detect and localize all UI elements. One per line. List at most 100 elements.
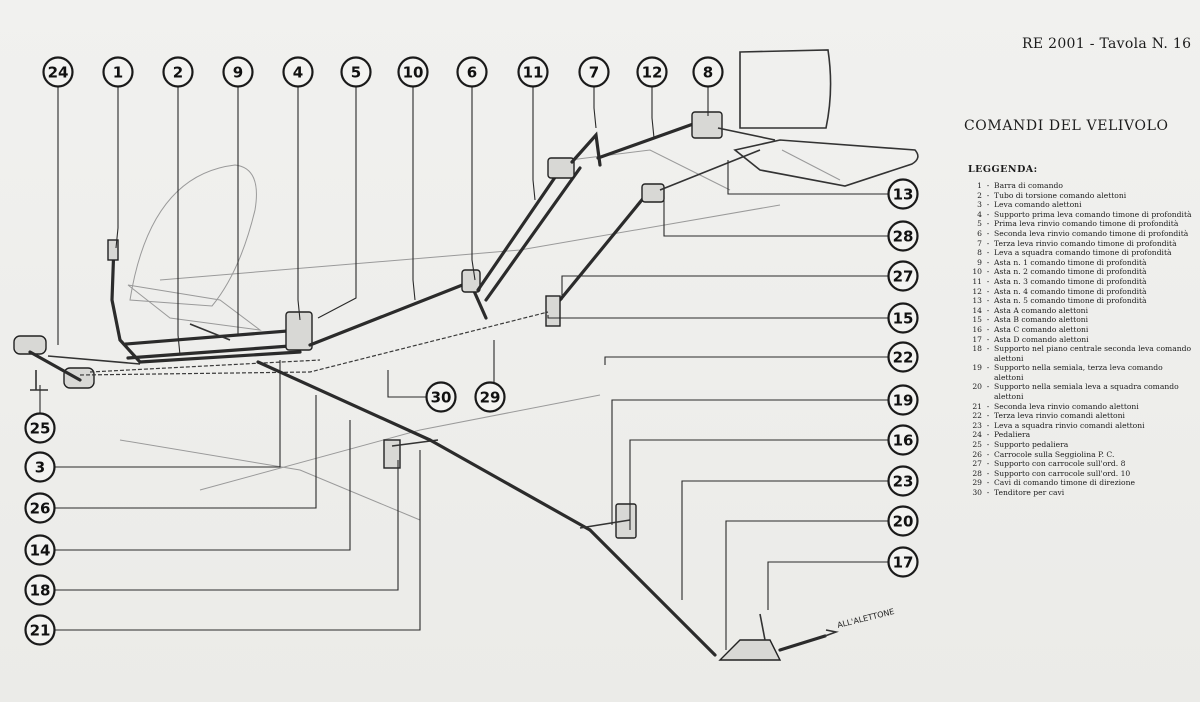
leader-line xyxy=(54,460,399,591)
legend-item-text: Asta n. 1 comando timone di profondità xyxy=(994,257,1147,267)
callout-2: 2 xyxy=(162,56,194,88)
leader-line xyxy=(471,86,476,281)
callout-circle xyxy=(692,56,724,88)
callout-number: 21 xyxy=(30,622,51,640)
callout-circle xyxy=(24,451,56,483)
legend-item: 15-Asta B comando alettoni xyxy=(968,315,1193,325)
callout-circle xyxy=(636,56,668,88)
callout-4: 4 xyxy=(282,56,314,88)
legend-item-number: 9 xyxy=(977,257,982,267)
legend-separator: - xyxy=(986,344,990,354)
aileron-note: ALL'ALETTONE xyxy=(836,607,895,630)
legend-item-text: Asta n. 3 comando timone di profondità xyxy=(994,276,1147,286)
legend-separator: - xyxy=(986,190,990,200)
callout-number: 13 xyxy=(893,186,914,204)
callout-11: 11 xyxy=(517,56,549,88)
callout-circle xyxy=(425,381,457,413)
leader-line xyxy=(115,86,119,249)
callout-21: 21 xyxy=(24,614,56,646)
legend-item-number: 15 xyxy=(972,315,982,325)
leader-line xyxy=(297,86,301,321)
leader-line xyxy=(663,196,889,237)
legend-item: 11-Asta n. 3 comando timone di profondit… xyxy=(968,277,1193,287)
callout-number: 29 xyxy=(480,389,501,407)
legend-separator: - xyxy=(986,468,990,478)
legend-item-number: 1 xyxy=(977,181,982,190)
callout-number: 24 xyxy=(48,64,69,82)
legend-item: 21-Seconda leva rinvio comando alettoni xyxy=(968,402,1193,412)
legend-item-text: Supporto nel piano centrale seconda leva… xyxy=(994,344,1192,363)
callout-number: 11 xyxy=(523,64,544,82)
callout-number: 17 xyxy=(893,554,914,572)
callout-circle xyxy=(222,56,254,88)
legend-item-text: Supporto con carrocole sull'ord. 10 xyxy=(994,468,1131,478)
drawing-title: COMANDI DEL VELIVOLO xyxy=(964,118,1169,134)
legend-heading: LEGGENDA: xyxy=(968,164,1038,175)
legend-item: 2-Tubo di torsione comando alettoni xyxy=(968,191,1193,201)
callout-25: 25 xyxy=(24,412,56,444)
callout-number: 12 xyxy=(642,64,663,82)
legend-item-number: 26 xyxy=(972,449,982,459)
callout-circle xyxy=(102,56,134,88)
legend-item-number: 23 xyxy=(972,420,982,430)
callout-circle xyxy=(474,381,506,413)
legend-item-text: Asta n. 5 comando timone di profondità xyxy=(994,296,1147,306)
leader-lines xyxy=(39,86,889,650)
leader-line xyxy=(651,86,655,139)
legend-separator: - xyxy=(986,488,990,497)
callout-circle xyxy=(887,220,919,252)
legend-item-text: Asta B comando alettoni xyxy=(994,315,1089,325)
leader-line xyxy=(54,450,421,631)
callout-27: 27 xyxy=(887,260,919,292)
callout-17: 17 xyxy=(887,546,919,578)
callout-number: 1 xyxy=(113,64,123,82)
callout-7: 7 xyxy=(578,56,610,88)
legend-item: 22-Terza leva rinvio comandi alettoni xyxy=(968,411,1193,421)
legend-separator: - xyxy=(986,257,990,267)
legend-item: 19-Supporto nella semiala, terza leva co… xyxy=(968,363,1193,382)
legend-item-number: 13 xyxy=(972,296,982,306)
callout-number: 7 xyxy=(589,64,599,82)
legend-separator: - xyxy=(986,296,990,306)
leader-line xyxy=(725,520,889,650)
leader-line xyxy=(532,86,536,201)
callout-number: 10 xyxy=(403,64,424,82)
leader-line xyxy=(54,360,281,468)
leader-line xyxy=(54,395,317,509)
callout-number: 8 xyxy=(703,64,713,82)
callout-13: 13 xyxy=(887,178,919,210)
legend-item-text: Seconda leva rinvio comando timone di pr… xyxy=(994,228,1189,238)
legend-item: 16-Asta C comando alettoni xyxy=(968,325,1193,335)
callout-circle xyxy=(340,56,372,88)
callout-circle xyxy=(887,384,919,416)
leader-line xyxy=(611,399,889,525)
legend-item-number: 17 xyxy=(972,334,982,344)
callout-circle xyxy=(517,56,549,88)
callout-28: 28 xyxy=(887,220,919,252)
legend-item: 13-Asta n. 5 comando timone di profondit… xyxy=(968,296,1193,306)
legend-item: 10-Asta n. 2 comando timone di profondit… xyxy=(968,267,1193,277)
legend-item: 26-Carrocole sulla Seggiolina P. C. xyxy=(968,450,1193,460)
callout-8: 8 xyxy=(692,56,724,88)
leader-line xyxy=(681,480,889,600)
legend-item-number: 4 xyxy=(977,209,982,219)
callout-circle xyxy=(397,56,429,88)
callout-circle xyxy=(24,534,56,566)
callout-number: 23 xyxy=(893,473,914,491)
legend-separator: - xyxy=(986,440,990,450)
callout-number: 15 xyxy=(893,310,914,328)
callout-12: 12 xyxy=(636,56,668,88)
legend-separator: - xyxy=(986,267,990,277)
legend-item-text: Supporto pedaliera xyxy=(994,440,1069,450)
legend-separator: - xyxy=(986,382,990,392)
legend-item-number: 2 xyxy=(977,190,982,200)
legend-separator: - xyxy=(986,219,990,229)
callout-number: 3 xyxy=(35,459,45,477)
leader-line xyxy=(177,86,181,356)
callout-30: 30 xyxy=(425,381,457,413)
legend-item-text: Seconda leva rinvio comando alettoni xyxy=(994,401,1139,411)
legend-item-number: 18 xyxy=(972,344,982,354)
